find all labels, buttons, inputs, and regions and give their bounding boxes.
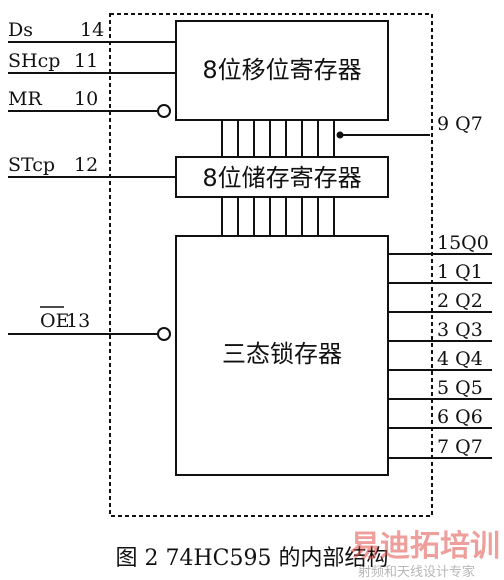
serial-out-label: 9 Q7	[437, 113, 483, 135]
parallel-outputs: 15Q0 1 Q1 2 Q2 3 Q3 4 Q4 5 Q5 6 Q6 7 Q7	[388, 232, 492, 459]
output-label-7: 7 Q7	[437, 436, 483, 458]
tristate-latch-block	[175, 235, 389, 476]
output-label-3: 3 Q3	[437, 319, 483, 341]
oe-pin-number: 13	[66, 310, 90, 332]
serial-out-junction	[336, 131, 344, 139]
parallel-bus-upper	[221, 120, 335, 157]
output-label-0: 15Q0	[437, 232, 489, 254]
storage-register-label: 8位储存寄存器	[202, 164, 361, 192]
storage-register-block	[175, 156, 389, 198]
shcp-pin-number: 11	[74, 50, 98, 72]
mr-inversion-bubble	[157, 104, 171, 118]
output-label-4: 4 Q4	[437, 348, 483, 370]
oe-label: OE	[40, 310, 69, 332]
tristate-latch-label: 三态锁存器	[222, 340, 342, 368]
stcp-pin-number: 12	[74, 154, 98, 176]
ds-label: Ds	[8, 19, 33, 41]
chip-outline	[109, 13, 433, 517]
output-label-2: 2 Q2	[437, 290, 483, 312]
output-label-6: 6 Q6	[437, 406, 483, 428]
shift-register-label: 8位移位寄存器	[202, 56, 361, 84]
watermark-subtitle: 射频和天线设计专家	[358, 564, 475, 580]
watermark-logo: 易迪拓培训	[350, 529, 500, 564]
shift-register-block	[175, 20, 389, 121]
output-label-1: 1 Q1	[437, 261, 483, 283]
parallel-bus-lower	[221, 197, 335, 236]
oe-inversion-bubble	[157, 327, 171, 341]
mr-pin-number: 10	[74, 88, 98, 110]
ds-pin-number: 14	[80, 19, 104, 41]
output-label-5: 5 Q5	[437, 377, 483, 399]
shcp-label: SHcp	[8, 50, 60, 72]
stcp-label: STcp	[8, 154, 55, 176]
figure-caption: 图 2 74HC595 的内部结构	[116, 546, 389, 571]
mr-label: MR	[8, 88, 42, 110]
